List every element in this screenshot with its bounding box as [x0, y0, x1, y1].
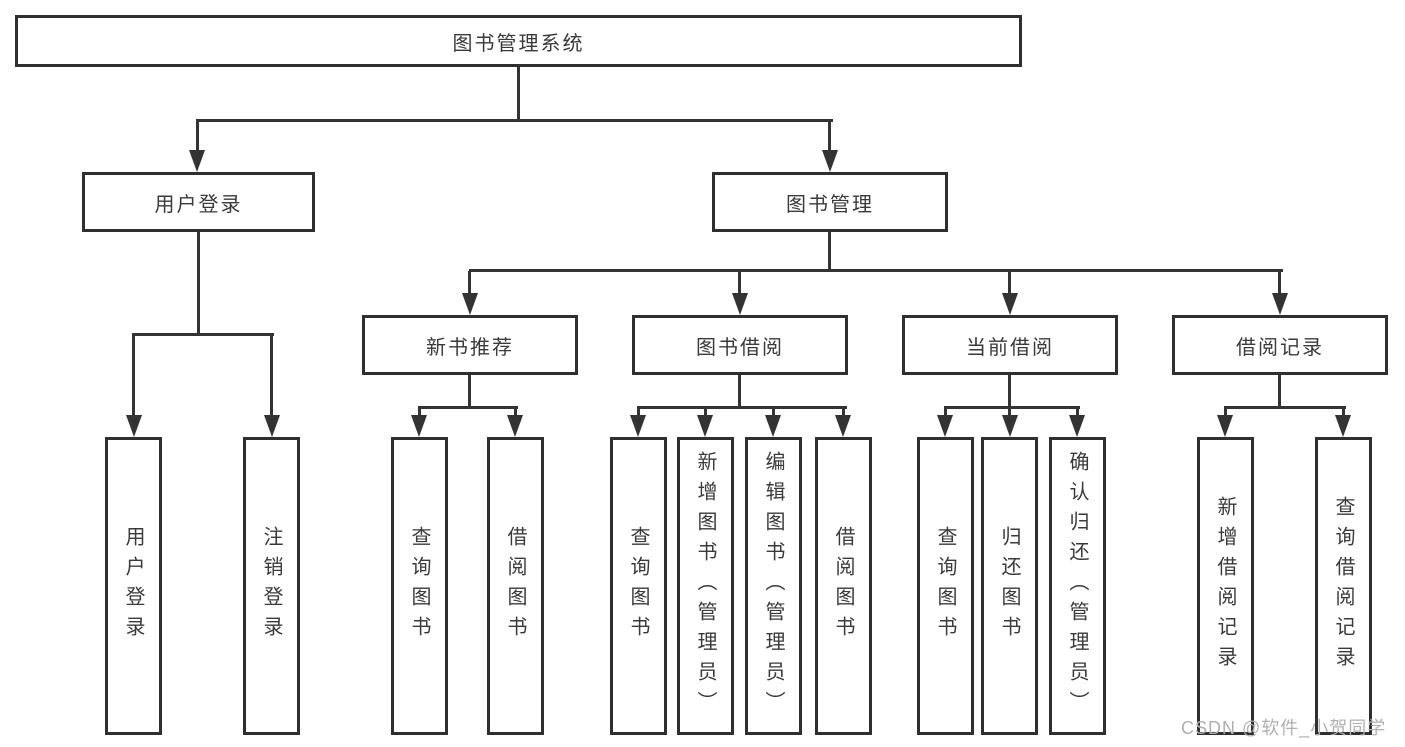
node-records-add-record: 新增借阅记录: [1197, 437, 1254, 735]
node-current-query-books: 查询图书: [917, 437, 974, 735]
connector-line: [132, 333, 274, 336]
arrow-down-icon: [264, 415, 280, 437]
arrow-down-icon: [411, 415, 427, 437]
arrow-down-icon: [126, 415, 142, 437]
csdn-watermark: CSDN @软件_小贺同学: [1181, 718, 1387, 738]
node-user-login-leaf: 用户登录: [105, 437, 162, 735]
connector-line: [944, 408, 947, 417]
node-borrow-add-books-admin: 新增图书（管理员）: [677, 437, 734, 735]
node-borrow-edit-books-admin: 编辑图书（管理员）: [745, 437, 802, 735]
connector-line: [468, 375, 471, 408]
connector-line: [738, 271, 741, 295]
node-borrow-borrow-books: 借阅图书: [815, 437, 872, 735]
connector-line: [828, 232, 831, 272]
arrow-down-icon: [822, 150, 838, 172]
connector-line: [270, 335, 273, 417]
node-book-management: 图书管理: [712, 172, 948, 232]
connector-line: [197, 119, 833, 122]
connector-line: [468, 271, 471, 295]
connector-line: [418, 406, 518, 409]
connector-line: [1278, 271, 1281, 295]
node-borrow-records: 借阅记录: [1172, 315, 1388, 375]
connector-line: [1008, 408, 1011, 417]
arrow-down-icon: [1002, 415, 1018, 437]
connector-line: [1224, 408, 1227, 417]
arrow-down-icon: [1002, 293, 1018, 315]
connector-line: [637, 408, 640, 417]
arrow-down-icon: [1335, 415, 1351, 437]
arrow-down-icon: [1217, 415, 1233, 437]
connector-line: [828, 119, 831, 153]
connector-line: [469, 269, 1283, 272]
arrow-down-icon: [697, 415, 713, 437]
arrow-down-icon: [630, 415, 646, 437]
connector-line: [418, 408, 421, 417]
connector-line: [637, 406, 847, 409]
connector-line: [842, 408, 845, 417]
node-borrow-query-books: 查询图书: [610, 437, 667, 735]
node-logout: 注销登录: [243, 437, 300, 735]
node-current-borrow: 当前借阅: [902, 315, 1118, 375]
arrow-down-icon: [1272, 293, 1288, 315]
connector-line: [196, 119, 199, 153]
arrow-down-icon: [835, 415, 851, 437]
connector-line: [1278, 375, 1281, 408]
node-library-management-system: 图书管理系统: [15, 15, 1022, 67]
connector-line: [132, 335, 135, 417]
node-book-borrow: 图书借阅: [632, 315, 848, 375]
connector-line: [517, 67, 520, 121]
node-recommend-borrow-books: 借阅图书: [487, 437, 544, 735]
connector-line: [1342, 408, 1345, 417]
arrow-down-icon: [189, 150, 205, 172]
node-records-query-record: 查询借阅记录: [1315, 437, 1372, 735]
node-user-login: 用户登录: [82, 172, 315, 232]
arrow-down-icon: [507, 415, 523, 437]
arrow-down-icon: [732, 293, 748, 315]
arrow-down-icon: [937, 415, 953, 437]
arrow-down-icon: [462, 293, 478, 315]
arrow-down-icon: [765, 415, 781, 437]
connector-line: [772, 408, 775, 417]
connector-line: [738, 375, 741, 408]
node-current-return-books: 归还图书: [981, 437, 1038, 735]
connector-line: [1224, 406, 1346, 409]
connector-line: [704, 408, 707, 417]
connector-line: [197, 232, 200, 335]
node-new-book-recommend: 新书推荐: [362, 315, 578, 375]
connector-line: [1076, 408, 1079, 417]
connector-line: [1008, 271, 1011, 295]
arrow-down-icon: [1069, 415, 1085, 437]
connector-line: [944, 406, 1080, 409]
node-current-confirm-return-admin: 确认归还（管理员）: [1049, 437, 1106, 735]
connector-line: [1008, 375, 1011, 408]
node-recommend-query-books: 查询图书: [391, 437, 448, 735]
connector-line: [514, 408, 517, 417]
